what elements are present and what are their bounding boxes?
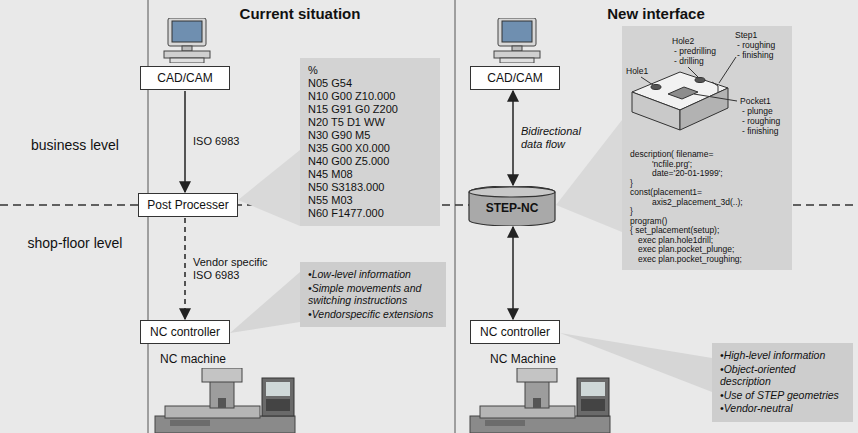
database-cylinder: STEP-NC: [468, 186, 556, 226]
machine-icon: [155, 368, 295, 433]
code-line: exec plan.hole1drill;: [638, 236, 786, 246]
feature-label: - predrilling: [674, 46, 716, 56]
feature-label: - finishing: [742, 126, 778, 136]
bullet-item: •Simple movements and switching instruct…: [308, 282, 438, 307]
process-box: NC controller: [470, 320, 560, 344]
code-line: exec plan.pocket_plunge;: [638, 245, 786, 255]
computer-icon: [164, 18, 210, 63]
feature-label: Pocket1: [740, 96, 771, 106]
callout-wedge: [238, 150, 300, 226]
feature-label: - roughing: [737, 40, 775, 50]
level-label: shop-floor level: [20, 236, 130, 252]
node-label: CAD/CAM: [474, 71, 556, 85]
code-line: N40 G00 Z5.000: [308, 155, 432, 168]
layout-line: [688, 67, 698, 77]
process-box: CAD/CAM: [140, 66, 230, 90]
process-box: CAD/CAM: [470, 66, 560, 90]
code-line: program(): [630, 217, 786, 227]
code-line: axis2_placement_3d(..);: [652, 198, 786, 208]
code-line: N35 G00 X0.000: [308, 142, 432, 155]
feature-label: - drilling: [674, 56, 704, 66]
code-line: { set_placement(setup);: [630, 226, 786, 236]
bullet-item: •Object-oriented description: [720, 363, 845, 388]
code-line: N50 S3183.000: [308, 181, 432, 194]
code-line: }: [630, 207, 786, 217]
cylinder-top: [469, 187, 555, 197]
node-label: CAD/CAM: [144, 71, 226, 85]
code-line: N45 M08: [308, 168, 432, 181]
code-line: %: [308, 64, 432, 77]
layout-line: [719, 57, 736, 83]
node-label: Post Processer: [142, 198, 234, 212]
node-label: STEP-NC: [468, 201, 556, 215]
machine-label: NC Machine: [490, 353, 600, 367]
layout-line: [694, 94, 737, 101]
process-box: NC controller: [140, 320, 230, 344]
code-line: N20 T5 D1 WW: [308, 116, 432, 129]
computer-icon: [494, 18, 540, 63]
bullet-item: •Use of STEP geometries: [720, 389, 845, 402]
code-listing: %N05 G54N10 G00 Z10.000N15 G91 G0 Z200N2…: [300, 58, 440, 226]
feature-label: Hole2: [672, 36, 694, 46]
note-box: •Low-level information•Simple movements …: [300, 262, 446, 327]
code-line: N15 G91 G0 Z200: [308, 103, 432, 116]
code-line: N30 G90 M5: [308, 129, 432, 142]
code-line: N55 M03: [308, 194, 432, 207]
flow-arrow: [512, 227, 514, 319]
feature-label: Hole1: [626, 66, 648, 76]
cylinder-body: [469, 186, 555, 226]
note-box: •High-level information•Object-oriented …: [712, 343, 853, 422]
column-heading: New interface: [456, 6, 856, 23]
code-line: const(placement1=: [630, 188, 786, 198]
edge-label: Vendor specific ISO 6983: [191, 256, 283, 282]
feature-label: - roughing: [742, 116, 780, 126]
code-line: 'ncfile.prg';: [652, 160, 786, 170]
flow-arrow: [512, 91, 514, 185]
layout-polyline: [712, 82, 718, 92]
column-heading: Current situation: [150, 6, 450, 23]
layout-line: [641, 77, 653, 85]
flow-arrow: [184, 218, 186, 319]
process-box: Post Processer: [138, 193, 238, 217]
code-ground: [622, 26, 792, 270]
machine-label: NC machine: [160, 353, 270, 367]
node-label: NC controller: [474, 325, 556, 339]
feature-label: Step1: [735, 30, 757, 40]
layout-polygon: [632, 92, 680, 130]
code-line: N10 G00 Z10.000: [308, 90, 432, 103]
code-line: exec plan.pocket_roughing;: [638, 255, 786, 265]
bullet-item: •High-level information: [720, 349, 845, 362]
code-listing: description( filename='ncfile.prg';date=…: [622, 26, 792, 270]
bullet-item: •Low-level information: [308, 268, 438, 281]
layout-ellipse: [695, 78, 705, 83]
code-line: description( filename=: [630, 150, 786, 160]
machine-icon: [470, 368, 610, 433]
edge-label: ISO 6983: [191, 135, 275, 148]
flow-arrow: [184, 91, 186, 192]
code-line: N60 F1477.000: [308, 207, 432, 220]
feature-label: - plunge: [742, 106, 773, 116]
level-label: business level: [20, 138, 130, 154]
column-divider: [455, 0, 456, 433]
code-line: date='20-01-1999';: [652, 169, 786, 179]
node-label: NC controller: [144, 325, 226, 339]
edge-label: Bidirectional data flow: [519, 125, 595, 151]
layout-polygon: [668, 87, 698, 99]
code-line: N05 G54: [308, 77, 432, 90]
bullet-item: •Vendor-neutral: [720, 402, 845, 415]
bullet-item: •Vendorspecific extensions: [308, 308, 438, 321]
code-line: }: [630, 179, 786, 189]
feature-label: - finishing: [737, 50, 773, 60]
